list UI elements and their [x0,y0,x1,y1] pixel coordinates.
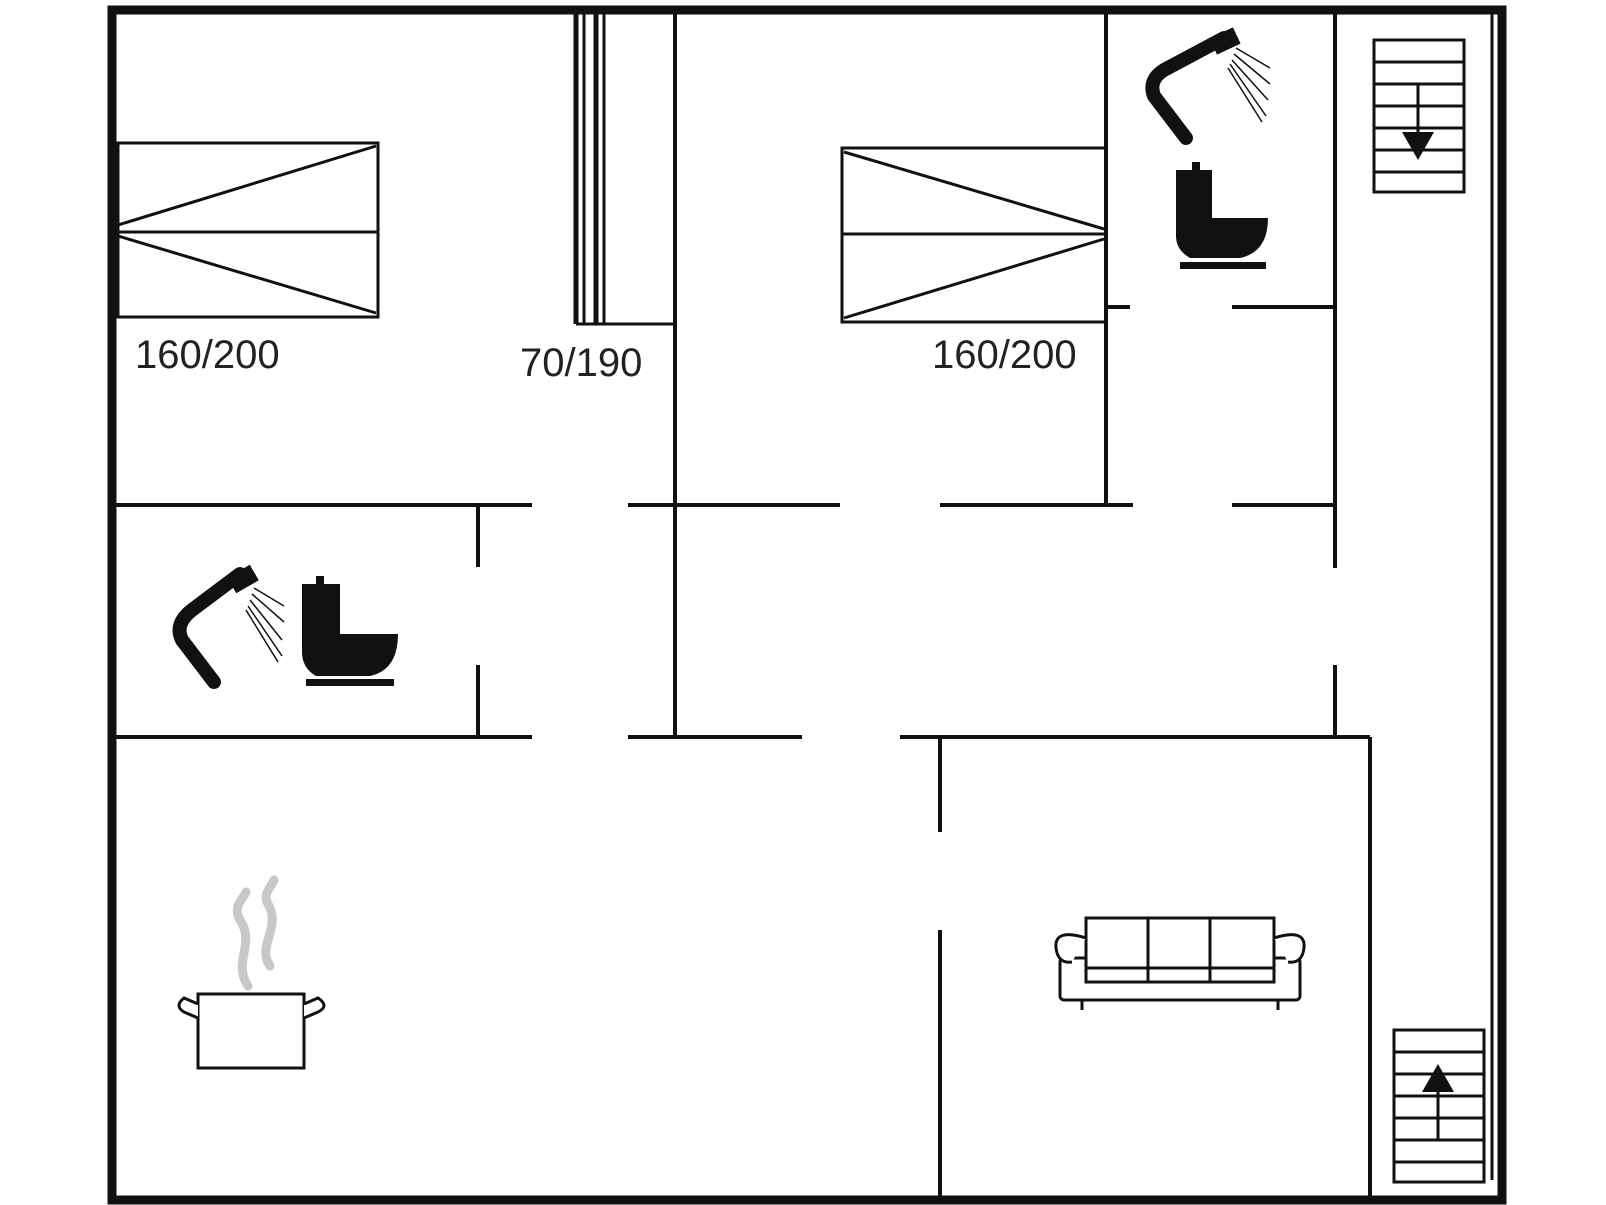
bed-icon [116,141,380,319]
toilet-icon [302,576,398,686]
interior-walls [116,14,1372,1198]
outer-walls [107,5,1507,1205]
bed-size-label: 70/190 [520,341,642,385]
stairs-up-icon [1392,1028,1486,1184]
bed-size-label: 160/200 [135,333,280,377]
single-bed-icon [573,14,675,326]
stairs-down-icon [1372,38,1466,194]
shower-icon [172,564,285,689]
bed-size-label: 160/200 [932,333,1077,377]
sofa-icon [1054,916,1306,1010]
bed-icon [840,146,1108,324]
shower-icon [1145,27,1271,145]
toilet-icon [1176,162,1268,269]
cooking-pot-icon [177,875,326,1070]
